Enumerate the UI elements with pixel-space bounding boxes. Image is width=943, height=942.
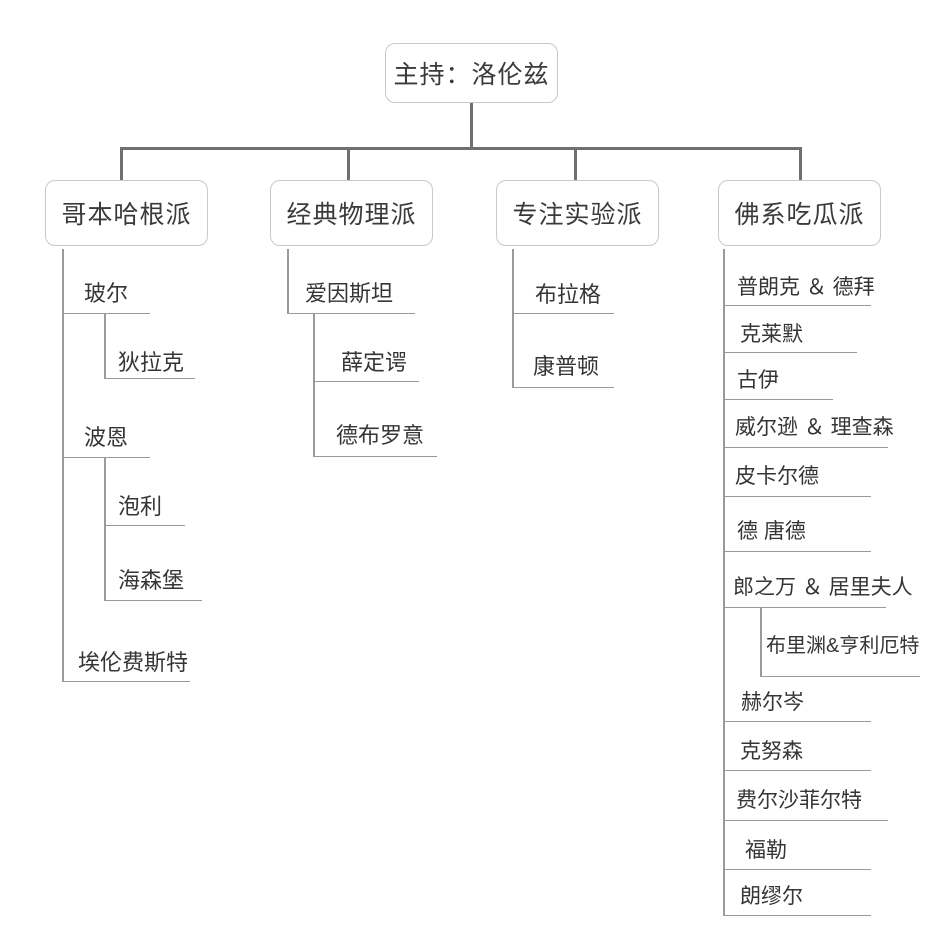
connector-root-stem — [470, 103, 473, 149]
category-label: 专注实验派 — [512, 201, 643, 229]
spine-col2-level1 — [287, 249, 289, 314]
spine-col4-level1 — [723, 249, 725, 915]
connector-drop-2 — [347, 147, 350, 181]
root-node-label: 主持：洛伦兹 — [393, 61, 550, 89]
rule-col1-bohr — [62, 313, 150, 314]
leaf-label-col1-pauli[interactable]: 泡利 — [118, 494, 163, 519]
leaf-label-col1-bohr[interactable]: 玻尔 — [84, 281, 129, 306]
leaf-label-col4-herzen[interactable]: 赫尔岑 — [741, 691, 804, 714]
category-box-observers[interactable]: 佛系吃瓜派 — [718, 180, 881, 246]
rule-col2-schrodinger — [313, 381, 419, 382]
rule-col1-dirac — [104, 378, 195, 379]
category-label: 哥本哈根派 — [61, 201, 192, 229]
rule-col4-wilson-richardson — [723, 447, 888, 448]
category-box-classical[interactable]: 经典物理派 — [270, 180, 433, 246]
rule-col1-pauli — [104, 525, 185, 526]
leaf-label-col4-langmuir[interactable]: 朗缪尔 — [740, 885, 803, 908]
rule-col4-planck-debye — [723, 305, 871, 306]
spine-col3-level1 — [512, 249, 514, 388]
leaf-label-col3-compton[interactable]: 康普顿 — [533, 354, 600, 379]
rule-col3-bragg — [512, 313, 614, 314]
leaf-label-col4-wilson-richardson[interactable]: 威尔逊 ＆ 理查森 — [735, 416, 894, 439]
rule-col1-ehrenfest — [62, 681, 190, 682]
rule-col4-herzen — [723, 721, 871, 722]
spine-col1-born-children — [104, 457, 106, 600]
rule-col4-fowler — [723, 869, 871, 870]
rule-col4-brillouin-henriot — [760, 676, 920, 677]
leaf-label-col4-planck-debye[interactable]: 普朗克 ＆ 德拜 — [737, 276, 875, 299]
spine-col1-level1 — [62, 249, 64, 681]
connector-bus — [120, 147, 802, 150]
leaf-label-col4-langevin-curie[interactable]: 郎之万 ＆ 居里夫人 — [733, 576, 913, 599]
category-label: 经典物理派 — [286, 201, 417, 229]
rule-col1-born — [62, 457, 150, 458]
leaf-label-col1-dirac[interactable]: 狄拉克 — [118, 350, 185, 375]
leaf-label-col1-heisenberg[interactable]: 海森堡 — [118, 568, 185, 593]
leaf-label-col4-gouy[interactable]: 古伊 — [737, 369, 779, 392]
root-node-host[interactable]: 主持：洛伦兹 — [385, 43, 558, 103]
leaf-label-col2-debroglie[interactable]: 德布罗意 — [336, 423, 425, 448]
category-box-copenhagen[interactable]: 哥本哈根派 — [45, 180, 208, 246]
leaf-label-col2-einstein[interactable]: 爱因斯坦 — [305, 281, 394, 306]
leaf-label-col4-piccard[interactable]: 皮卡尔德 — [735, 465, 819, 488]
leaf-label-col4-verschaffelt[interactable]: 费尔沙菲尔特 — [736, 789, 862, 812]
leaf-label-col4-brillouin-henriot[interactable]: 布里渊&亨利厄特 — [766, 635, 920, 657]
category-label: 佛系吃瓜派 — [734, 201, 865, 229]
leaf-label-col2-schrodinger[interactable]: 薛定谔 — [341, 350, 408, 375]
rule-col4-piccard — [723, 496, 871, 497]
rule-col4-langevin-curie — [723, 607, 886, 608]
leaf-label-col4-kramers[interactable]: 克莱默 — [740, 323, 803, 346]
connector-drop-3 — [574, 147, 577, 181]
rule-col4-langmuir — [723, 915, 871, 916]
spine-col2-einstein-children — [313, 313, 315, 456]
rule-col4-kramers — [723, 352, 857, 353]
leaf-label-col3-bragg[interactable]: 布拉格 — [535, 282, 602, 307]
rule-col2-einstein — [287, 313, 415, 314]
rule-col4-dedonder — [723, 551, 871, 552]
rule-col2-debroglie — [313, 456, 437, 457]
leaf-label-col4-knudsen[interactable]: 克努森 — [740, 740, 803, 763]
spine-col4-langevin-children — [760, 607, 762, 677]
connector-drop-4 — [799, 147, 802, 181]
spine-col1-bohr-children — [104, 313, 106, 378]
rule-col4-knudsen — [723, 770, 871, 771]
category-box-experimental[interactable]: 专注实验派 — [496, 180, 659, 246]
connector-drop-1 — [120, 147, 123, 181]
rule-col4-gouy — [723, 399, 833, 400]
rule-col3-compton — [512, 387, 614, 388]
leaf-label-col1-born[interactable]: 波恩 — [84, 425, 129, 450]
rule-col1-heisenberg — [104, 600, 202, 601]
leaf-label-col4-fowler[interactable]: 福勒 — [745, 839, 787, 862]
rule-col4-verschaffelt — [723, 820, 888, 821]
leaf-label-col1-ehrenfest[interactable]: 埃伦费斯特 — [78, 650, 189, 675]
leaf-label-col4-dedonder[interactable]: 德 唐德 — [737, 520, 806, 543]
